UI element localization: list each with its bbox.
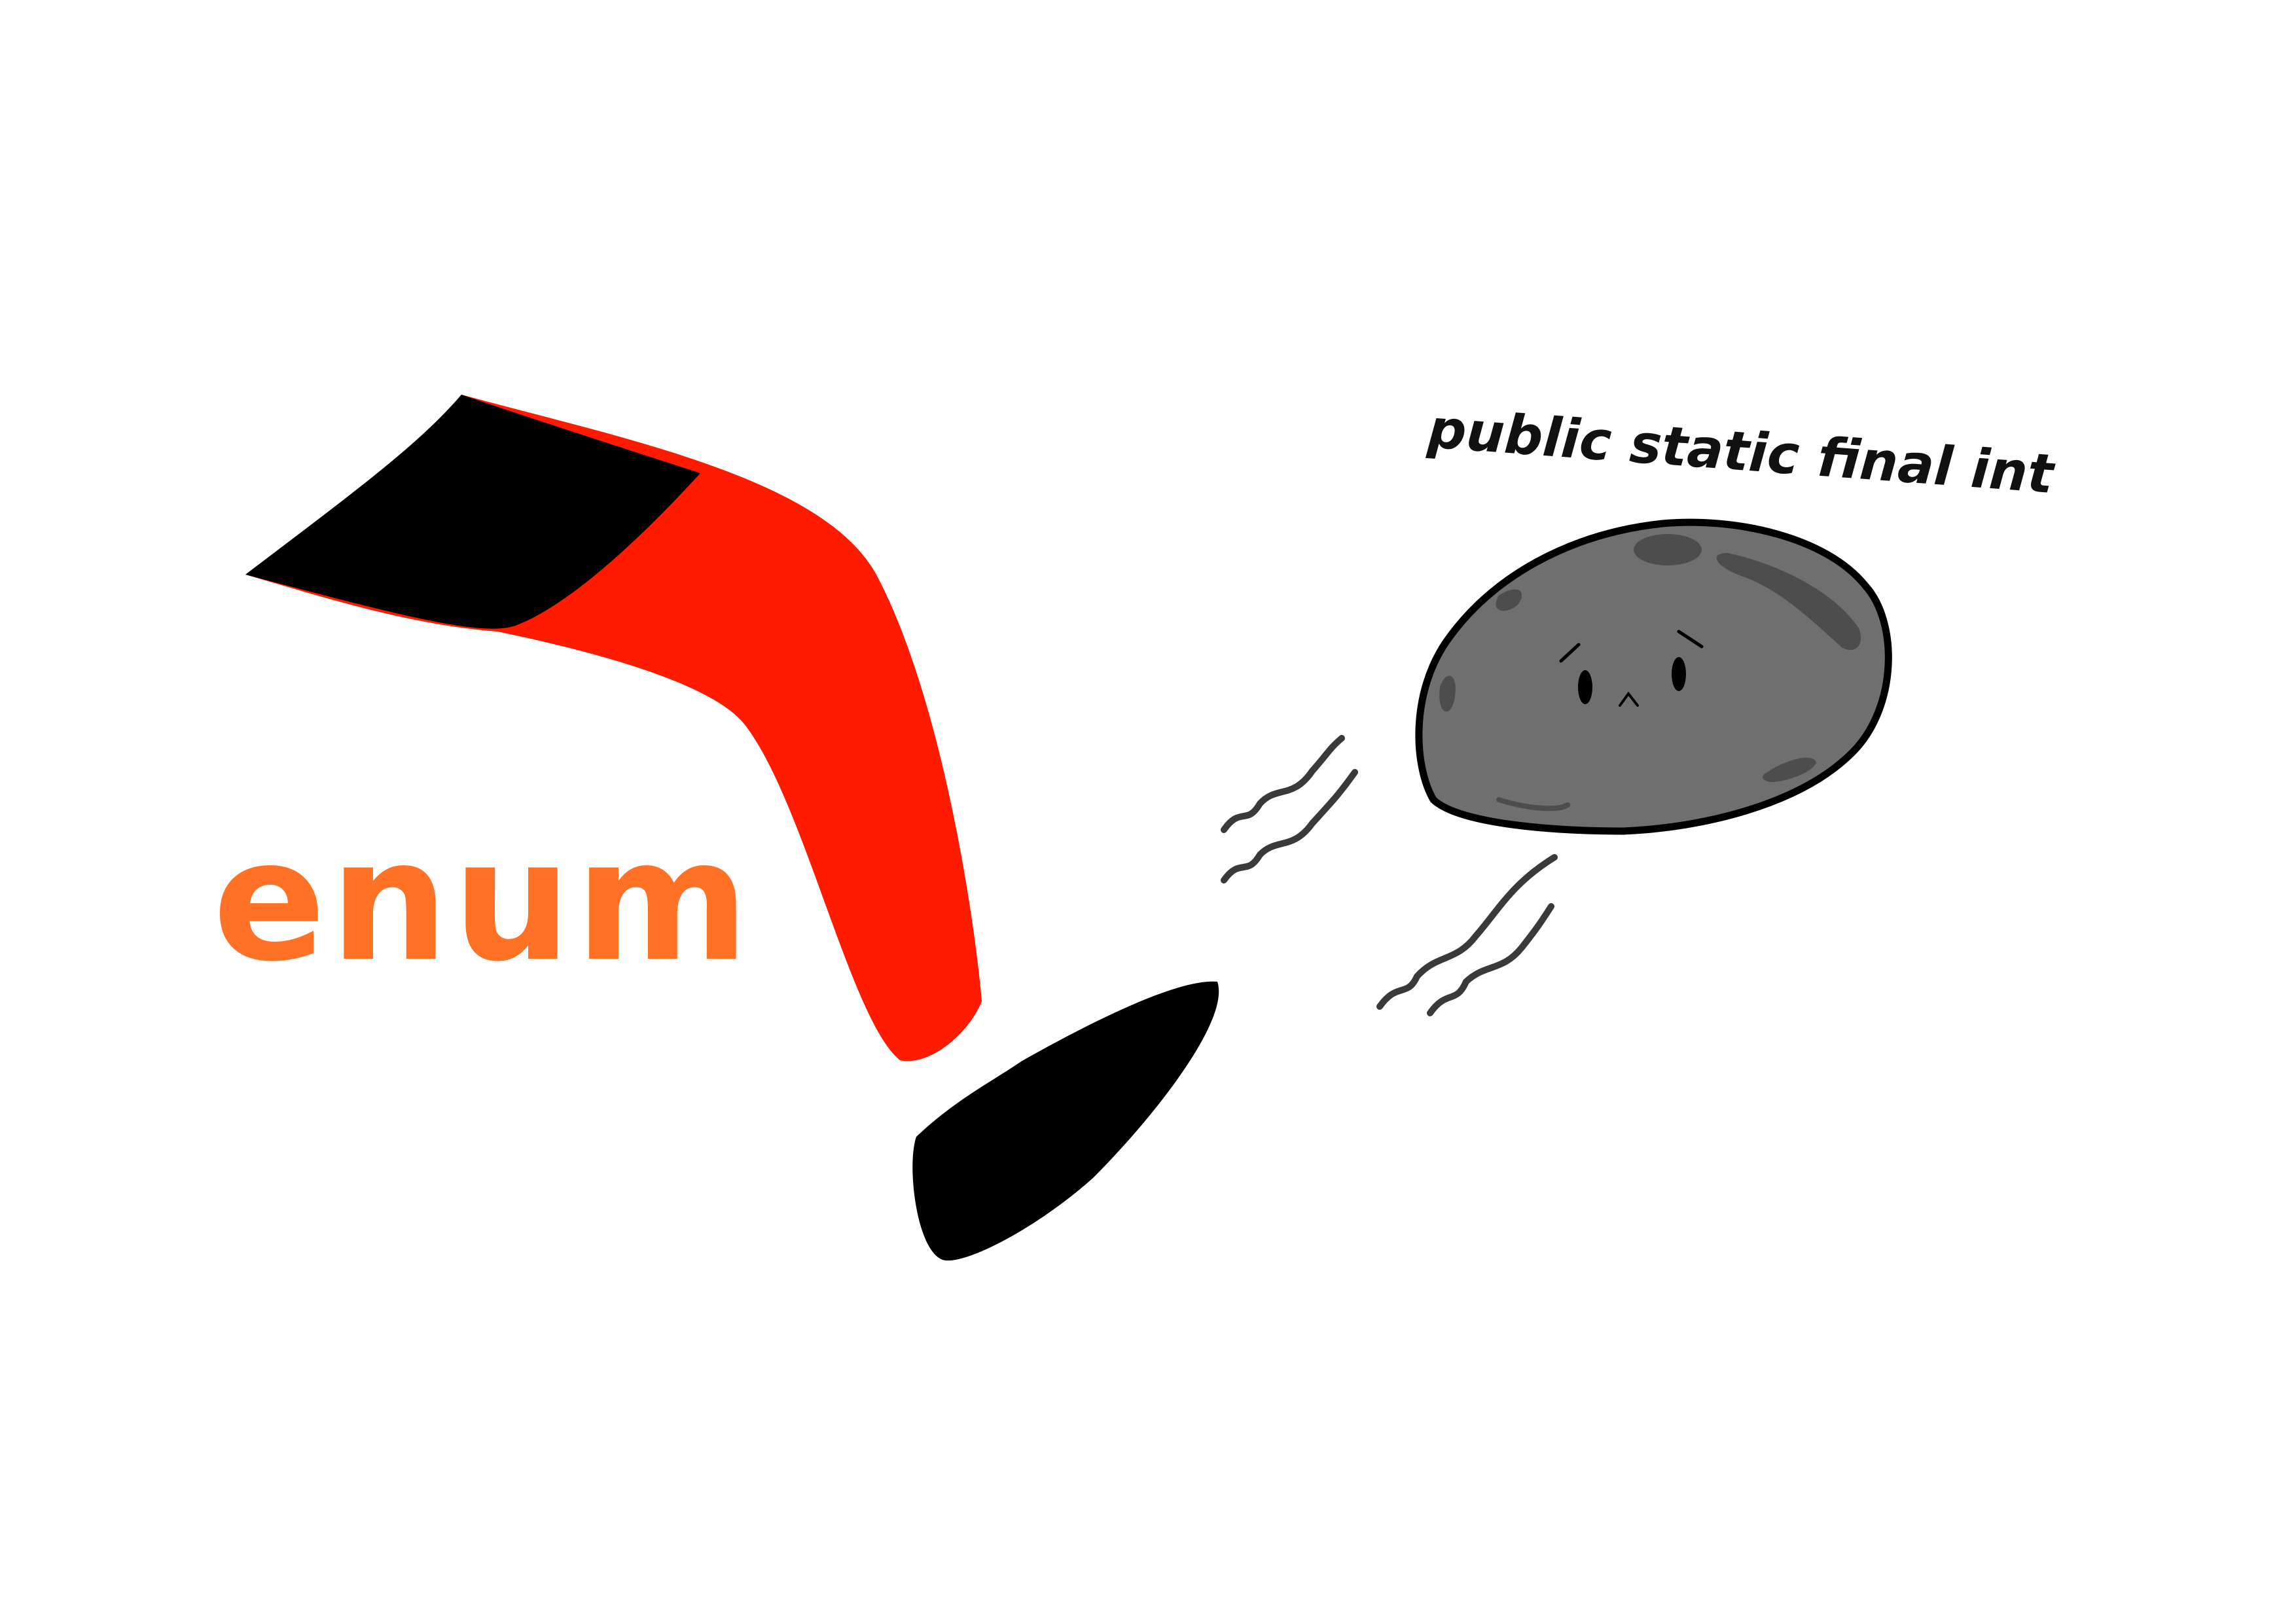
motion-line-3	[1376, 854, 1558, 1010]
rock-highlight-4	[1439, 675, 1456, 712]
nose	[1619, 691, 1639, 707]
left-eyebrow	[1559, 643, 1581, 663]
rock-highlight-6	[1496, 797, 1570, 812]
stone-character-icon	[1415, 518, 1892, 835]
rock-highlight-2	[1716, 553, 1861, 651]
rock-highlight-5	[1763, 757, 1816, 782]
rock-highlight-3	[1496, 589, 1522, 611]
right-eyebrow	[1677, 630, 1704, 649]
rock-face	[1559, 630, 1704, 707]
left-eye	[1578, 670, 1592, 704]
motion-line-2	[1221, 769, 1358, 883]
rock-highlight-1	[1634, 534, 1702, 565]
motion-lines-icon	[1221, 735, 1558, 1016]
rock-body	[1415, 518, 1892, 835]
motion-line-4	[1427, 903, 1554, 1016]
right-eye	[1672, 657, 1686, 691]
motion-line-1	[1221, 735, 1345, 833]
enum-keyword-label: enum	[213, 804, 753, 999]
kicking-boot-icon	[245, 395, 1219, 1261]
boot-black-cuff	[245, 395, 700, 629]
boot-black-shoe	[912, 981, 1219, 1261]
